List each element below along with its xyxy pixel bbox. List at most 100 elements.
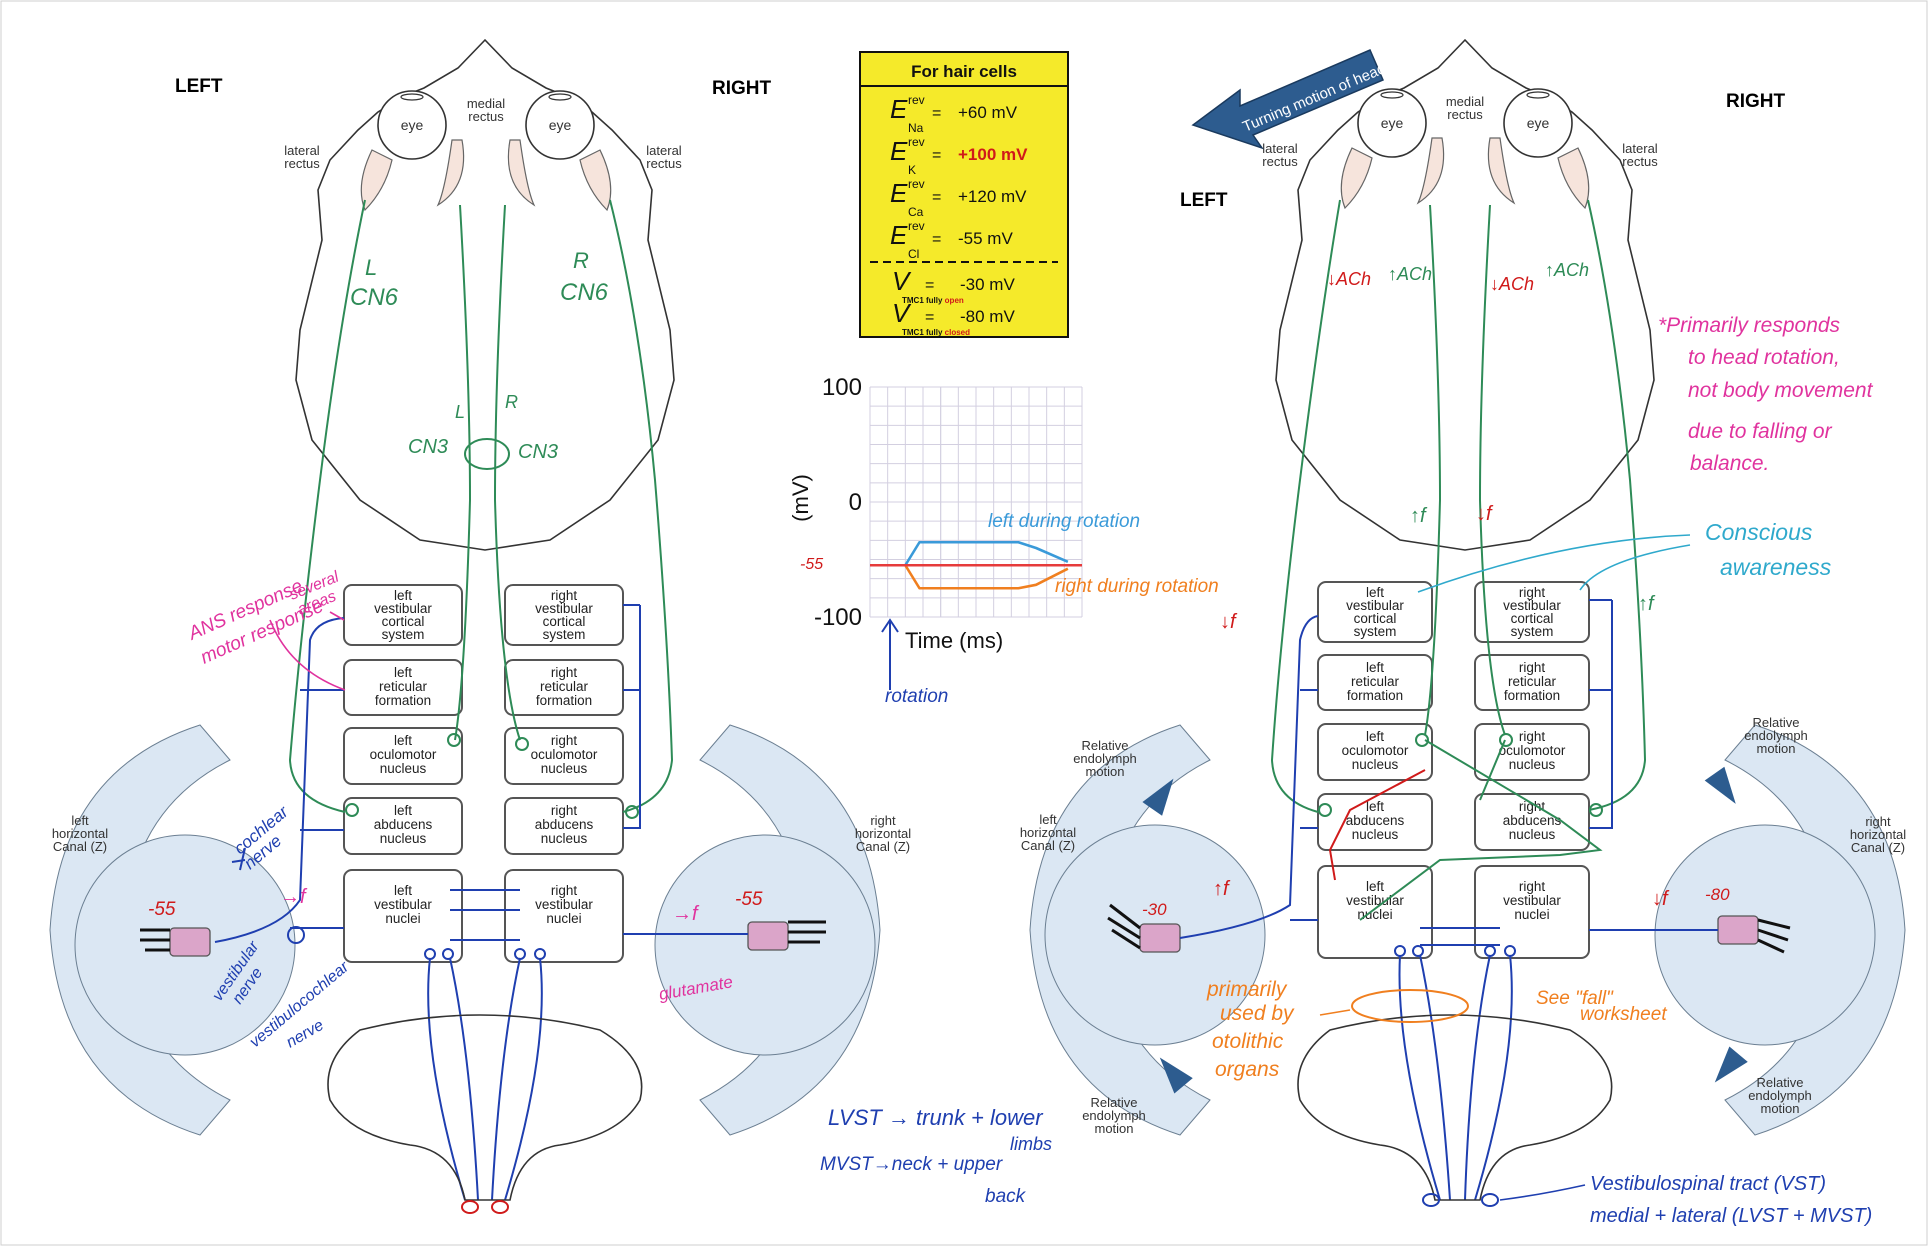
right-eye <box>525 90 595 160</box>
rp-cn6-right-path <box>1587 199 1647 811</box>
svg-text:left: left <box>394 665 412 680</box>
v-sub: TMC1 fully open <box>902 296 964 305</box>
left-canal-label-1: left <box>71 813 89 828</box>
right-hair-cell <box>747 921 789 951</box>
rp-lateral-rectus-left-1: lateral <box>1262 141 1298 156</box>
rp-right-abducens-box: right abducens nucleus <box>1474 793 1590 851</box>
hw-cn6-left: CN6 <box>350 284 399 311</box>
rp-left-reticular-box: left reticular formation <box>1317 654 1433 711</box>
hw-l-cn3: L <box>455 402 465 422</box>
svg-text:vestibular: vestibular <box>535 601 593 616</box>
rp-right-eye-label: eye <box>1527 115 1550 131</box>
hw-minus30: -30 <box>1142 900 1167 919</box>
svg-text:abducens: abducens <box>1503 813 1562 828</box>
svg-text:nucleus: nucleus <box>541 831 588 846</box>
svg-text:right: right <box>551 883 578 898</box>
rev-sup: rev <box>908 219 925 233</box>
endolymph-right-1: Relative <box>1753 715 1800 730</box>
rev-table-title: For hair cells <box>911 62 1017 81</box>
lp-right-cortical-box: right vestibular cortical system <box>504 584 624 646</box>
lp-cn3-right-path <box>493 204 521 741</box>
svg-text:vestibular: vestibular <box>1503 598 1561 613</box>
legend-right-rotation: right during rotation <box>1055 576 1219 597</box>
y-tick-label: -100 <box>814 604 862 631</box>
hw-down-ach-2: ↓ACh <box>1490 274 1534 294</box>
left-panel: eye eye lateral rectus lateral rectus me… <box>49 38 1052 1214</box>
rev-value: +120 mV <box>958 187 1027 206</box>
v-sub: TMC1 fully closed <box>902 328 970 337</box>
hw-down-f-3: ↓f <box>1652 888 1670 910</box>
rp-red-path <box>1328 769 1426 881</box>
hw-vst-1: Vestibulospinal tract (VST) <box>1590 1173 1826 1195</box>
right-canal-label-2: horizontal <box>855 826 911 841</box>
lateral-rectus-label-right-1: lateral <box>646 143 682 158</box>
svg-text:reticular: reticular <box>1508 674 1557 689</box>
svg-text:right: right <box>1519 585 1546 600</box>
lp-left-abducens-box: left abducens nucleus <box>343 797 463 855</box>
lp-cn6-right-path <box>609 199 674 813</box>
hw-down-ach-1: ↓ACh <box>1327 269 1371 289</box>
svg-text:left: left <box>394 883 412 898</box>
left-medial-rectus-muscle <box>436 139 465 207</box>
svg-text:nucleus: nucleus <box>1352 757 1399 772</box>
rp-right-canal-2: horizontal <box>1850 827 1906 842</box>
svg-text:nuclei: nuclei <box>1514 907 1549 922</box>
endolymph-left-1: Relative <box>1082 738 1129 753</box>
v-eq: = <box>925 309 934 326</box>
svg-text:system: system <box>543 627 586 642</box>
right-panel-right-label: RIGHT <box>1726 91 1786 112</box>
svg-text:nuclei: nuclei <box>385 911 420 926</box>
svg-text:formation: formation <box>1347 688 1403 703</box>
svg-text:nucleus: nucleus <box>1352 827 1399 842</box>
otolith-ellipse <box>1351 989 1469 1023</box>
left-head-outline <box>295 38 675 551</box>
svg-text:oculomotor: oculomotor <box>1499 743 1566 758</box>
y-tick-label: 100 <box>822 374 862 401</box>
svg-text:oculomotor: oculomotor <box>531 747 598 762</box>
hw-r-cn3: R <box>505 392 518 412</box>
svg-text:right: right <box>1519 729 1546 744</box>
hw-plus-f-right: →f <box>672 903 700 925</box>
rp-right-canal-3: Canal (Z) <box>1851 840 1905 855</box>
lateral-rectus-label-left-1: lateral <box>284 143 320 158</box>
svg-text:nuclei: nuclei <box>546 911 581 926</box>
lp-right-abducens-box: right abducens nucleus <box>504 797 624 855</box>
hw-vst-2: medial + lateral (LVST + MVST) <box>1590 1205 1872 1227</box>
endolymph-left-2: endolymph <box>1073 751 1137 766</box>
svg-text:nucleus: nucleus <box>1509 827 1556 842</box>
svg-text:left: left <box>1366 660 1384 675</box>
rp-lateral-rectus-right-1: lateral <box>1622 141 1658 156</box>
svg-text:formation: formation <box>1504 688 1560 703</box>
endolymph-br-3: motion <box>1760 1101 1799 1116</box>
chart-y-label: (mV) <box>788 474 813 522</box>
rev-eq: = <box>932 147 941 164</box>
rp-left-canal-3: Canal (Z) <box>1021 838 1075 853</box>
hw-primarily-used-3: otolithic <box>1212 1030 1284 1053</box>
rp-lateral-rectus-right-2: rectus <box>1622 154 1658 169</box>
svg-text:nucleus: nucleus <box>1509 757 1556 772</box>
legend-left-rotation: left during rotation <box>988 511 1140 532</box>
svg-text:vestibular: vestibular <box>1346 598 1404 613</box>
hw-primarily-1: *Primarily responds <box>1658 314 1841 337</box>
right-canal-label-1: right <box>870 813 896 828</box>
hw-r-label: R <box>573 248 589 273</box>
svg-text:nucleus: nucleus <box>541 761 588 776</box>
endolymph-arrow-1 <box>1142 778 1174 816</box>
rp-right-cortical-box: right vestibular cortical system <box>1474 581 1590 643</box>
rp-left-eye-label: eye <box>1381 115 1404 131</box>
medial-rectus-label-2: rectus <box>468 109 504 124</box>
rev-sub: Na <box>908 121 924 135</box>
hw-cn3-left: CN3 <box>408 436 448 458</box>
hw-conscious: Conscious <box>1705 519 1813 545</box>
rp-medial-rectus-1: medial <box>1446 94 1484 109</box>
endolymph-arrow-3 <box>1159 1057 1193 1094</box>
hw-l-label: L <box>365 255 377 280</box>
rev-value: -55 mV <box>958 229 1013 248</box>
lp-left-oculomotor-box: left oculomotor nucleus <box>343 727 463 785</box>
svg-text:vestibular: vestibular <box>1346 893 1404 908</box>
